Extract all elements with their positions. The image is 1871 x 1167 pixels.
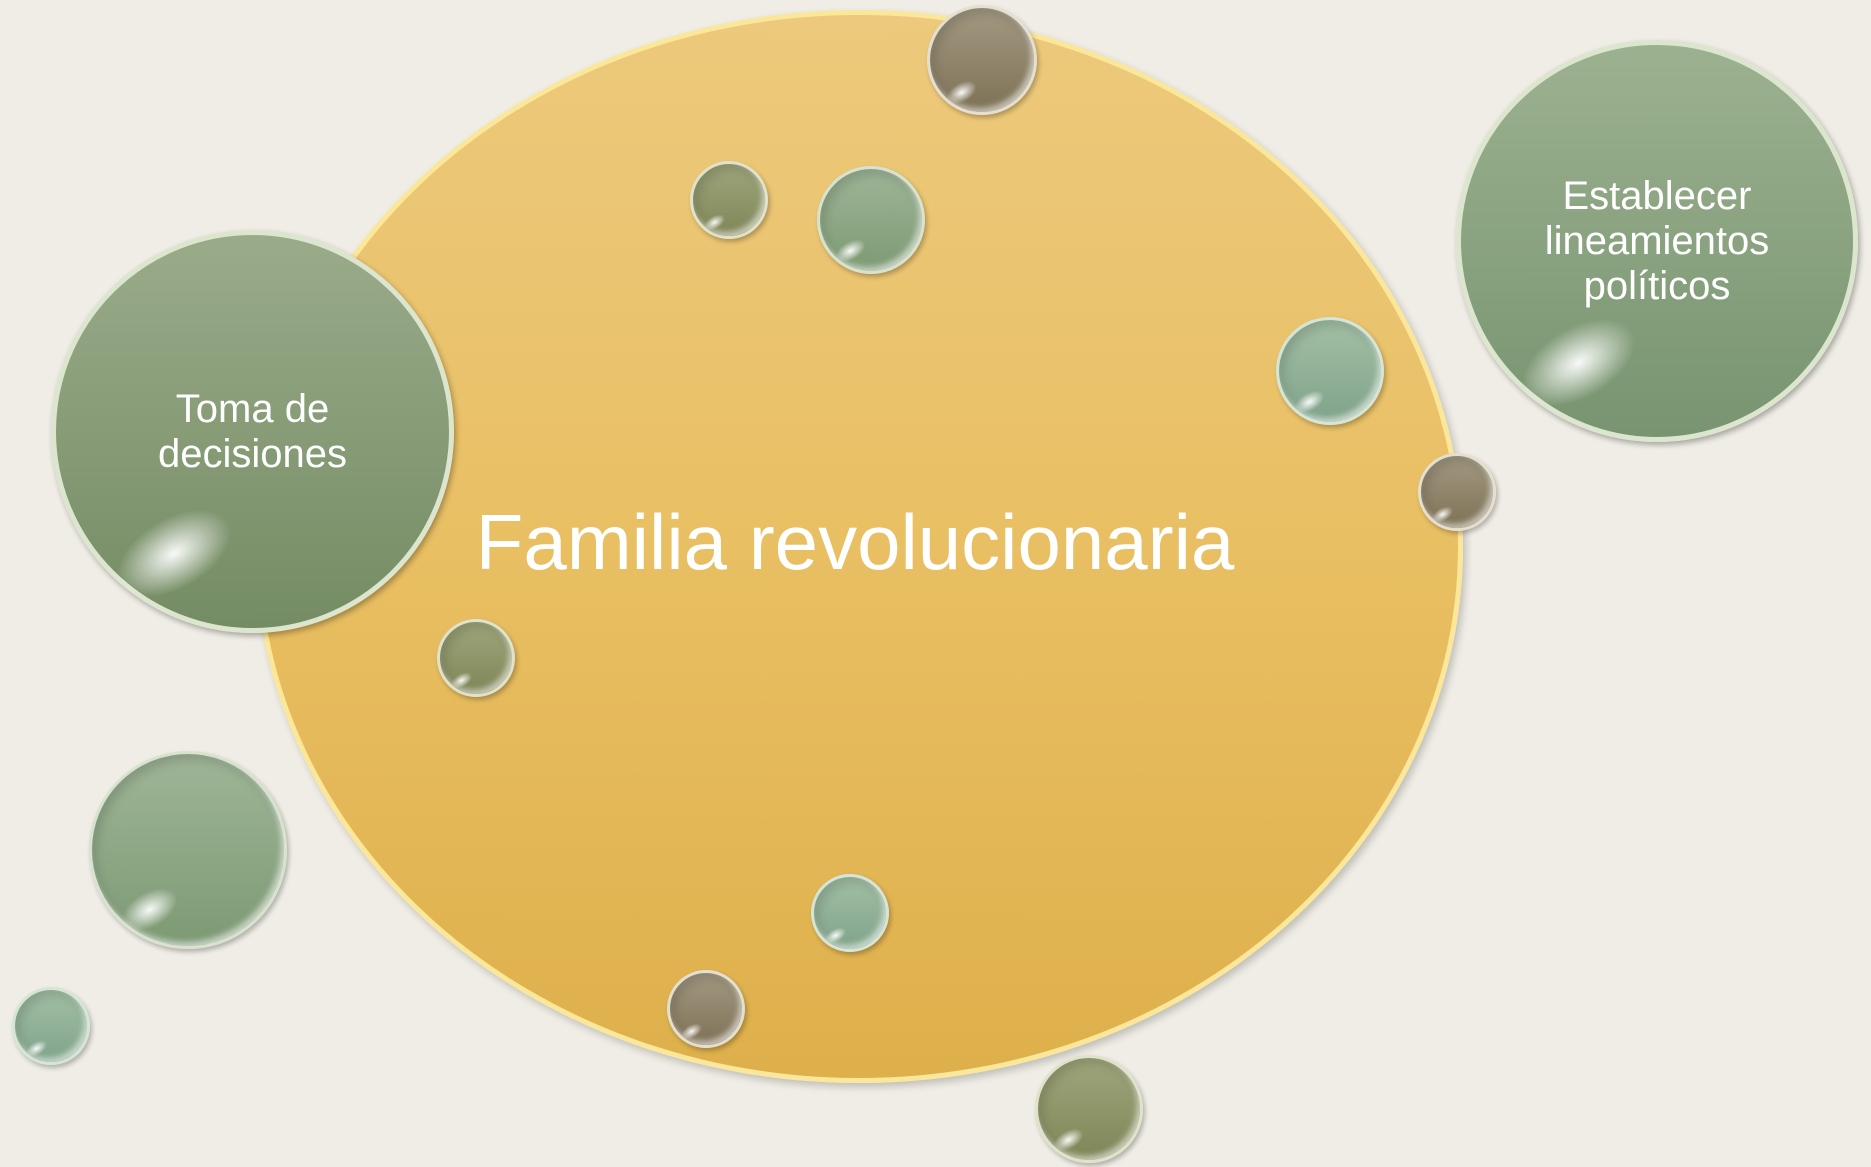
- decorative-bubble: [927, 5, 1037, 115]
- decorative-bubble: [1276, 317, 1384, 425]
- decorative-bubble: [811, 874, 889, 952]
- node-label: Establecer lineamientos políticos: [1545, 174, 1770, 309]
- decorative-bubble: [690, 161, 768, 239]
- central-label: Familia revolucionaria: [340, 495, 1370, 590]
- decorative-bubble: [12, 987, 90, 1065]
- decorative-bubble: [89, 751, 287, 949]
- decorative-bubble: [1418, 453, 1496, 531]
- decorative-bubble: [667, 970, 745, 1048]
- node-label: Toma de decisiones: [158, 387, 347, 477]
- decorative-bubble: [817, 166, 925, 274]
- decorative-bubble: [437, 619, 515, 697]
- decorative-bubble: [1035, 1055, 1143, 1163]
- node-political-guidelines: Establecer lineamientos políticos: [1456, 40, 1858, 442]
